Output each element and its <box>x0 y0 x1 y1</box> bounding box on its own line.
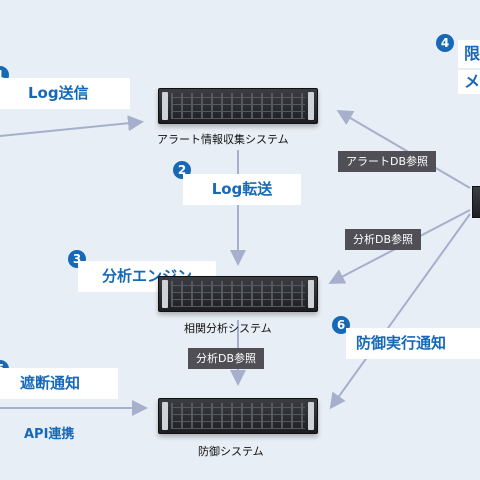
step1-label: Log送信 <box>0 78 130 109</box>
defense-server-label: 防御システム <box>198 445 264 458</box>
arrow-alert-db <box>336 109 471 189</box>
step2-label: Log転送 <box>183 174 301 205</box>
step4-label: 限 <box>458 40 480 68</box>
step6-badge: 6 <box>332 316 350 334</box>
step6-label: 防御実行通知 <box>346 328 480 359</box>
defense-server-icon <box>158 398 318 434</box>
analysis-db-right-label: 分析DB参照 <box>345 229 422 251</box>
alert-db-label: アラートDB参照 <box>338 151 437 173</box>
right-server-icon <box>472 186 480 218</box>
step1-badge: 1 <box>0 66 9 84</box>
alert-collection-server-label: アラート情報収集システム <box>157 133 289 146</box>
api-integration-label: API連携 <box>24 427 75 442</box>
step4-badge: 4 <box>436 34 454 52</box>
correlation-server-label: 相関分析システム <box>184 322 272 335</box>
analysis-db-center-label: 分析DB参照 <box>188 348 265 370</box>
arrow-log-send <box>0 115 144 137</box>
arrow-defense-notify <box>329 213 471 410</box>
step4-label-extra: メ <box>458 70 480 94</box>
step5-label: 遮断通知 <box>0 368 118 399</box>
correlation-server-icon <box>158 276 318 312</box>
alert-collection-server-icon <box>158 88 318 124</box>
